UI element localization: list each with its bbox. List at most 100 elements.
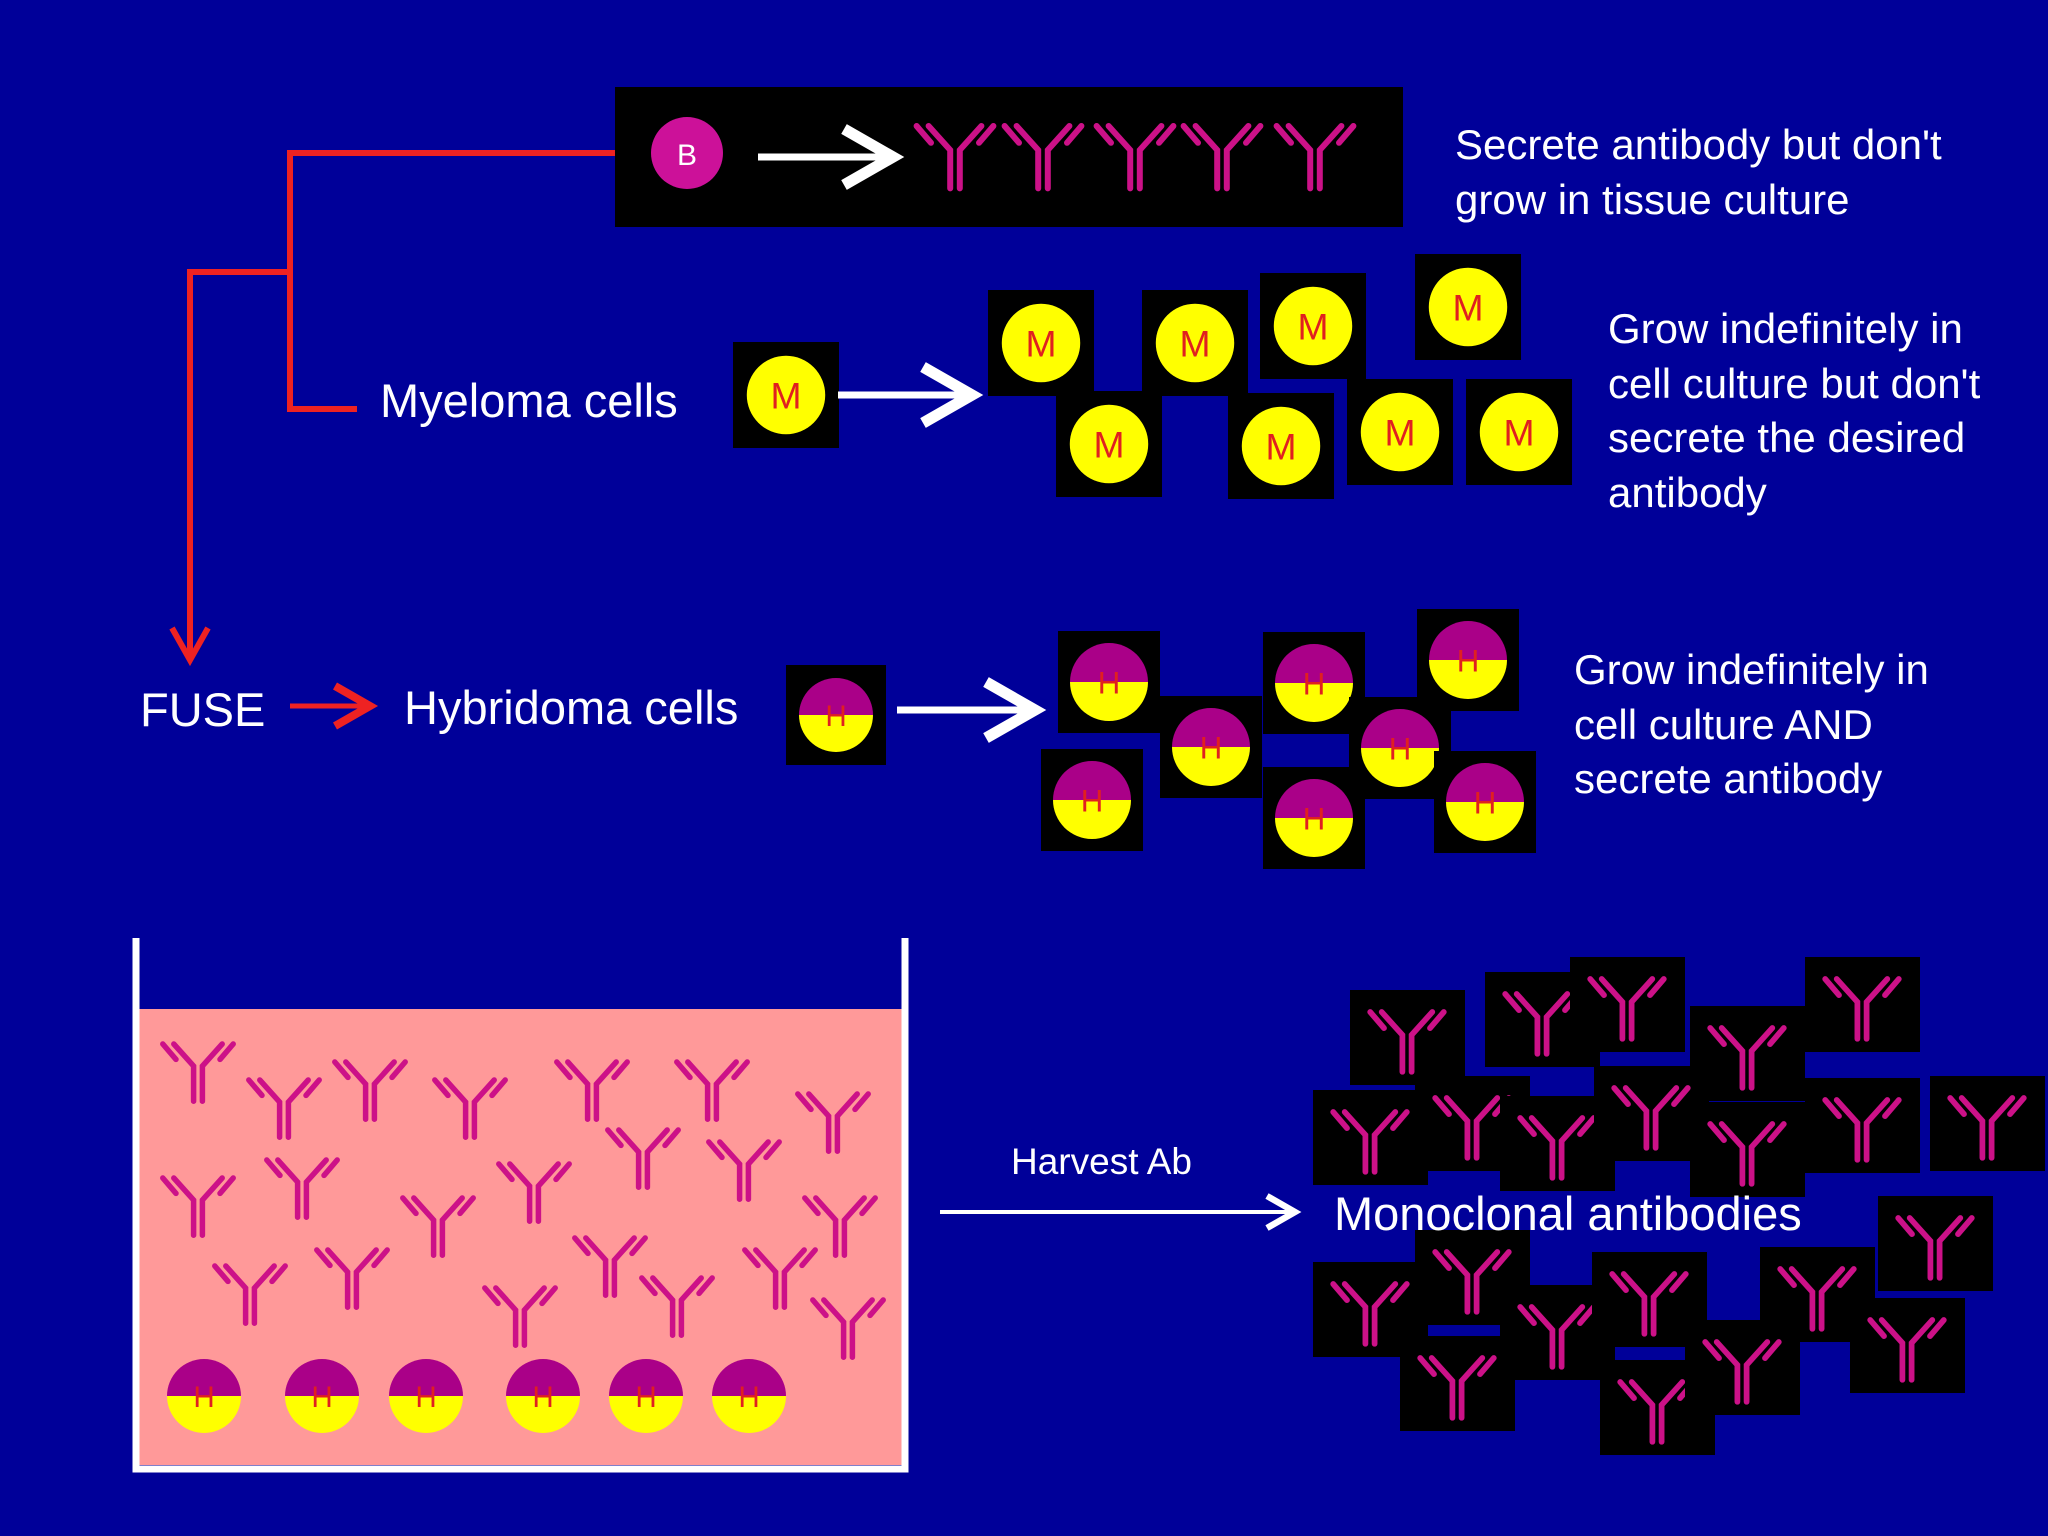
monoclonal-antibody-icon: [1702, 1339, 1782, 1405]
flask-antibody-icon: [212, 1263, 288, 1326]
myeloma-source-cell: M: [733, 342, 839, 448]
monoclonal-antibody-tile: [1878, 1196, 1993, 1291]
hybridoma-source-cell: H: [786, 665, 886, 765]
flask-antibody-icon: [639, 1275, 715, 1338]
svg-text:H: H: [1474, 786, 1497, 821]
monoclonal-antibody-tile: [1685, 1320, 1800, 1415]
svg-text:H: H: [1098, 666, 1121, 701]
monoclonal-antibody-icon: [1587, 976, 1667, 1042]
svg-text:M: M: [1025, 322, 1056, 364]
monoclonal-antibody-tile: [1805, 957, 1920, 1052]
monoclonal-antibody-tile: [1930, 1076, 2045, 1171]
flask-hybridoma-cell: H: [389, 1359, 463, 1433]
monoclonal-antibody-icon: [1617, 1379, 1697, 1445]
monoclonal-antibody-icon: [1611, 1085, 1691, 1151]
flask-antibody-icon: [432, 1077, 508, 1140]
myeloma-label: Myeloma cells: [380, 374, 678, 427]
monoclonal-antibody-tile: [1805, 1078, 1920, 1173]
svg-text:H: H: [1457, 644, 1480, 679]
b-cell-antibodies: [913, 122, 1357, 192]
svg-text:H: H: [635, 1381, 656, 1414]
myeloma-cell: M: [1347, 379, 1453, 485]
flask-antibody-icon: [605, 1127, 681, 1190]
svg-text:H: H: [738, 1381, 759, 1414]
b-cell-antibody-icon: [1093, 122, 1177, 192]
monoclonal-antibody-icon: [1432, 1095, 1512, 1161]
b-cell-antibody-icon: [913, 122, 997, 192]
monoclonal-antibody-icon: [1502, 991, 1582, 1057]
flask-antibody-icon: [482, 1285, 558, 1348]
flask-antibody-icon: [314, 1247, 390, 1310]
hybridoma-cell: H: [1263, 767, 1365, 869]
flask-antibody-icon: [160, 1041, 236, 1104]
hybridoma-cell: H: [1434, 751, 1536, 853]
fuse-label: FUSE: [140, 683, 266, 736]
flask-hybridoma-cell: H: [506, 1359, 580, 1433]
myeloma-description-line: cell culture but don't: [1608, 359, 1981, 407]
monoclonal-antibody-icon: [1432, 1249, 1512, 1315]
monoclonal-label: Monoclonal antibodies: [1334, 1187, 1802, 1240]
myeloma-cell: M: [1415, 254, 1521, 360]
hybridoma-cell: H: [1417, 609, 1519, 711]
flask-antibody-icon: [496, 1161, 572, 1224]
monoclonal-antibody-cluster: [1313, 957, 2045, 1455]
flask-antibody-icon: [810, 1297, 886, 1360]
svg-text:H: H: [415, 1381, 436, 1414]
svg-text:B: B: [677, 139, 697, 172]
flask-walls: [132, 938, 909, 1473]
svg-text:M: M: [770, 374, 801, 416]
svg-text:M: M: [1503, 411, 1534, 453]
flask-antibody-icon: [674, 1059, 750, 1122]
myeloma-cell: M: [988, 290, 1094, 396]
hybridoma-description: Grow indefinitely in cell culture AND se…: [1574, 643, 1929, 807]
flask-hybridoma-cell: H: [712, 1359, 786, 1433]
monoclonal-antibody-tile: [1690, 1102, 1805, 1197]
svg-text:H: H: [311, 1381, 332, 1414]
flask-antibody-icon: [332, 1059, 408, 1122]
svg-text:M: M: [1179, 322, 1210, 364]
svg-text:H: H: [1200, 731, 1223, 766]
monoclonal-antibody-icon: [1609, 1271, 1689, 1337]
monoclonal-antibody-tile: [1850, 1298, 1965, 1393]
hybridoma-description-line: Grow indefinitely in: [1574, 646, 1929, 693]
svg-text:M: M: [1297, 305, 1328, 347]
monoclonal-antibody-tile: [1350, 990, 1465, 1085]
connector-b-cell-branch: [287, 150, 615, 412]
svg-text:H: H: [193, 1381, 214, 1414]
flask-hybridoma-cell: H: [167, 1359, 241, 1433]
hybridoma-cell: H: [1160, 696, 1262, 798]
myeloma-cell: M: [1142, 290, 1248, 396]
hybridoma-cell: H: [1263, 632, 1365, 734]
connector-fuse-arrowhead: [169, 626, 211, 667]
monoclonal-antibody-icon: [1777, 1266, 1857, 1332]
monoclonal-antibody-icon: [1517, 1304, 1597, 1370]
b-cell-antibody-icon: [1273, 122, 1357, 192]
svg-text:M: M: [1093, 423, 1124, 465]
monoclonal-antibody-icon: [1867, 1317, 1947, 1383]
hybridoma-cell: H: [1058, 631, 1160, 733]
svg-text:H: H: [532, 1381, 553, 1414]
b-cell: B: [651, 117, 723, 189]
svg-text:M: M: [1452, 286, 1483, 328]
connector-main-branch: [187, 269, 290, 655]
monoclonal-antibody-tile: [1313, 1090, 1428, 1185]
hybridoma-description-line: secrete antibody: [1574, 755, 1883, 802]
monoclonal-antibody-icon: [1707, 1025, 1787, 1091]
monoclonal-antibody-icon: [1517, 1115, 1597, 1181]
flask-antibody-icon: [572, 1235, 648, 1298]
flask-antibody-icon: [706, 1139, 782, 1202]
monoclonal-antibody-icon: [1895, 1215, 1975, 1281]
flask-antibody-icon: [246, 1077, 322, 1140]
svg-text:H: H: [1303, 802, 1326, 837]
myeloma-cell: M: [1228, 393, 1334, 499]
monoclonal-antibody-icon: [1330, 1281, 1410, 1347]
fusion-connector: [169, 150, 615, 667]
myeloma-description-line: secrete the desired: [1608, 414, 1966, 461]
b-cell-description-line: grow in tissue culture: [1455, 175, 1850, 223]
monoclonal-antibody-icon: [1707, 1121, 1787, 1187]
